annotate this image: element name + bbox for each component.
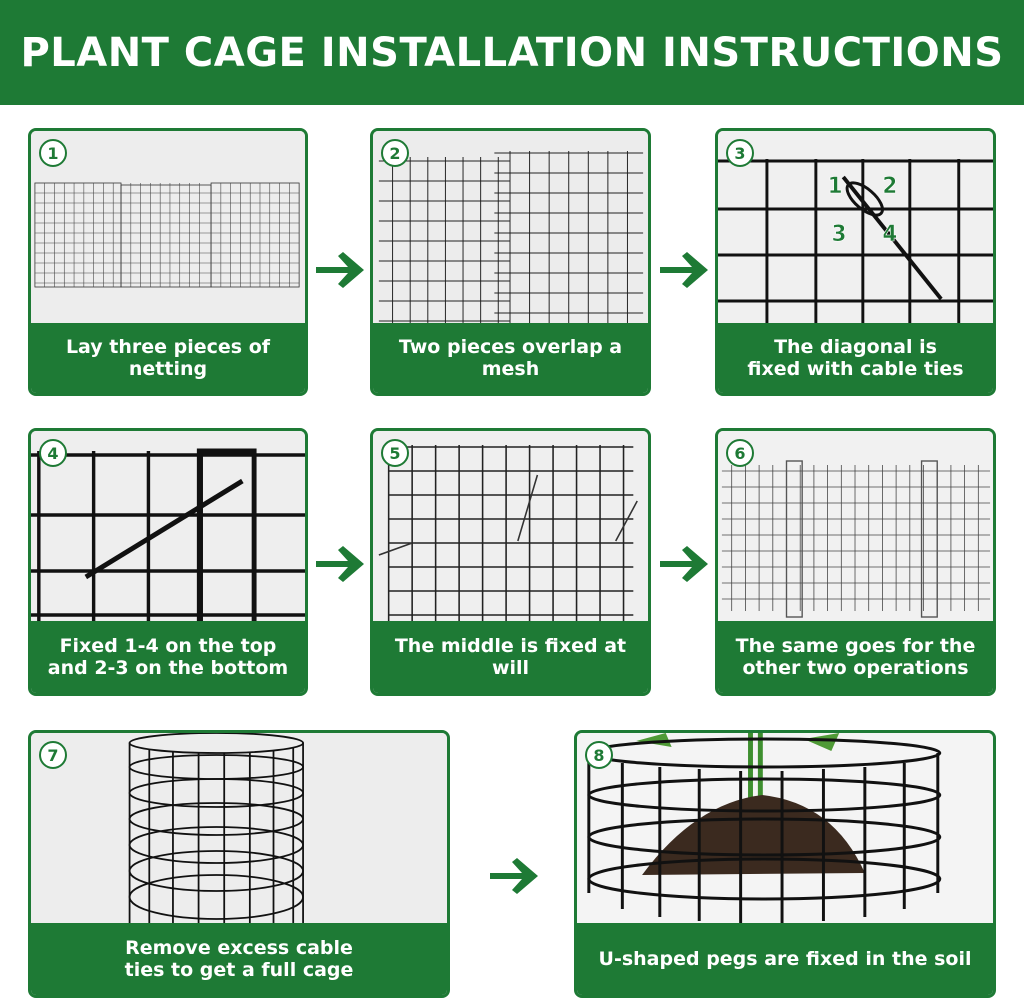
- step-caption: Lay three pieces of netting: [31, 323, 305, 393]
- grid-label: 1: [828, 174, 843, 199]
- step-number-badge: 5: [381, 439, 409, 467]
- step-card-1: 1 Lay three pieces of netting: [28, 128, 308, 396]
- step-card-7: 7 Remove excess cable ties to get a full…: [28, 730, 450, 998]
- grid-label: 3: [832, 222, 847, 247]
- step-caption: The same goes for the other two operatio…: [718, 621, 993, 693]
- step-caption: The middle is fixed at will: [373, 621, 648, 693]
- header-banner: PLANT CAGE INSTALLATION INSTRUCTIONS: [0, 0, 1024, 105]
- step-number-badge: 2: [381, 139, 409, 167]
- step-number-badge: 8: [585, 741, 613, 769]
- step-photo-other-operations: [718, 431, 993, 627]
- step-caption: The diagonal is fixed with cable ties: [718, 323, 993, 393]
- step-number-badge: 4: [39, 439, 67, 467]
- step-card-5: 5 The middle is fixed at will: [370, 428, 651, 696]
- step-number-badge: 6: [726, 439, 754, 467]
- step-photo-middle-fixed: [373, 431, 648, 627]
- step-photo-fixed-top-bottom: [31, 431, 305, 627]
- step-caption: Two pieces overlap a mesh: [373, 323, 648, 393]
- step-photo-full-cage: [31, 733, 447, 929]
- step-card-8: 8 U-shaped pegs are fixed in the soil: [574, 730, 996, 998]
- step-caption: Remove excess cable ties to get a full c…: [31, 923, 447, 995]
- right-arrow-icon: [486, 856, 542, 896]
- step-card-6: 6 The same goes for the other two operat…: [715, 428, 996, 696]
- step-photo-pegs-in-soil: [577, 733, 993, 929]
- step-card-4: 4 Fixed 1-4 on the top and 2-3 on the bo…: [28, 428, 308, 696]
- right-arrow-icon: [312, 544, 368, 584]
- step-caption: U-shaped pegs are fixed in the soil: [577, 923, 993, 995]
- step-card-3: 3 1 2 3 4 The diagonal is fixed with cab…: [715, 128, 996, 396]
- right-arrow-icon: [656, 250, 712, 290]
- step-number-badge: 3: [726, 139, 754, 167]
- grid-label: 2: [882, 174, 897, 199]
- step-caption: Fixed 1-4 on the top and 2-3 on the bott…: [31, 621, 305, 693]
- step-number-badge: 1: [39, 139, 67, 167]
- step-card-2: 2 Two pieces overlap a mesh: [370, 128, 651, 396]
- grid-label: 4: [882, 222, 897, 247]
- right-arrow-icon: [312, 250, 368, 290]
- page-title: PLANT CAGE INSTALLATION INSTRUCTIONS: [20, 29, 1004, 76]
- step-photo-diagonal: 1 2 3 4: [718, 131, 993, 329]
- step-photo-lay-netting: [31, 131, 305, 329]
- step-photo-overlap: [373, 131, 648, 329]
- step-number-badge: 7: [39, 741, 67, 769]
- right-arrow-icon: [656, 544, 712, 584]
